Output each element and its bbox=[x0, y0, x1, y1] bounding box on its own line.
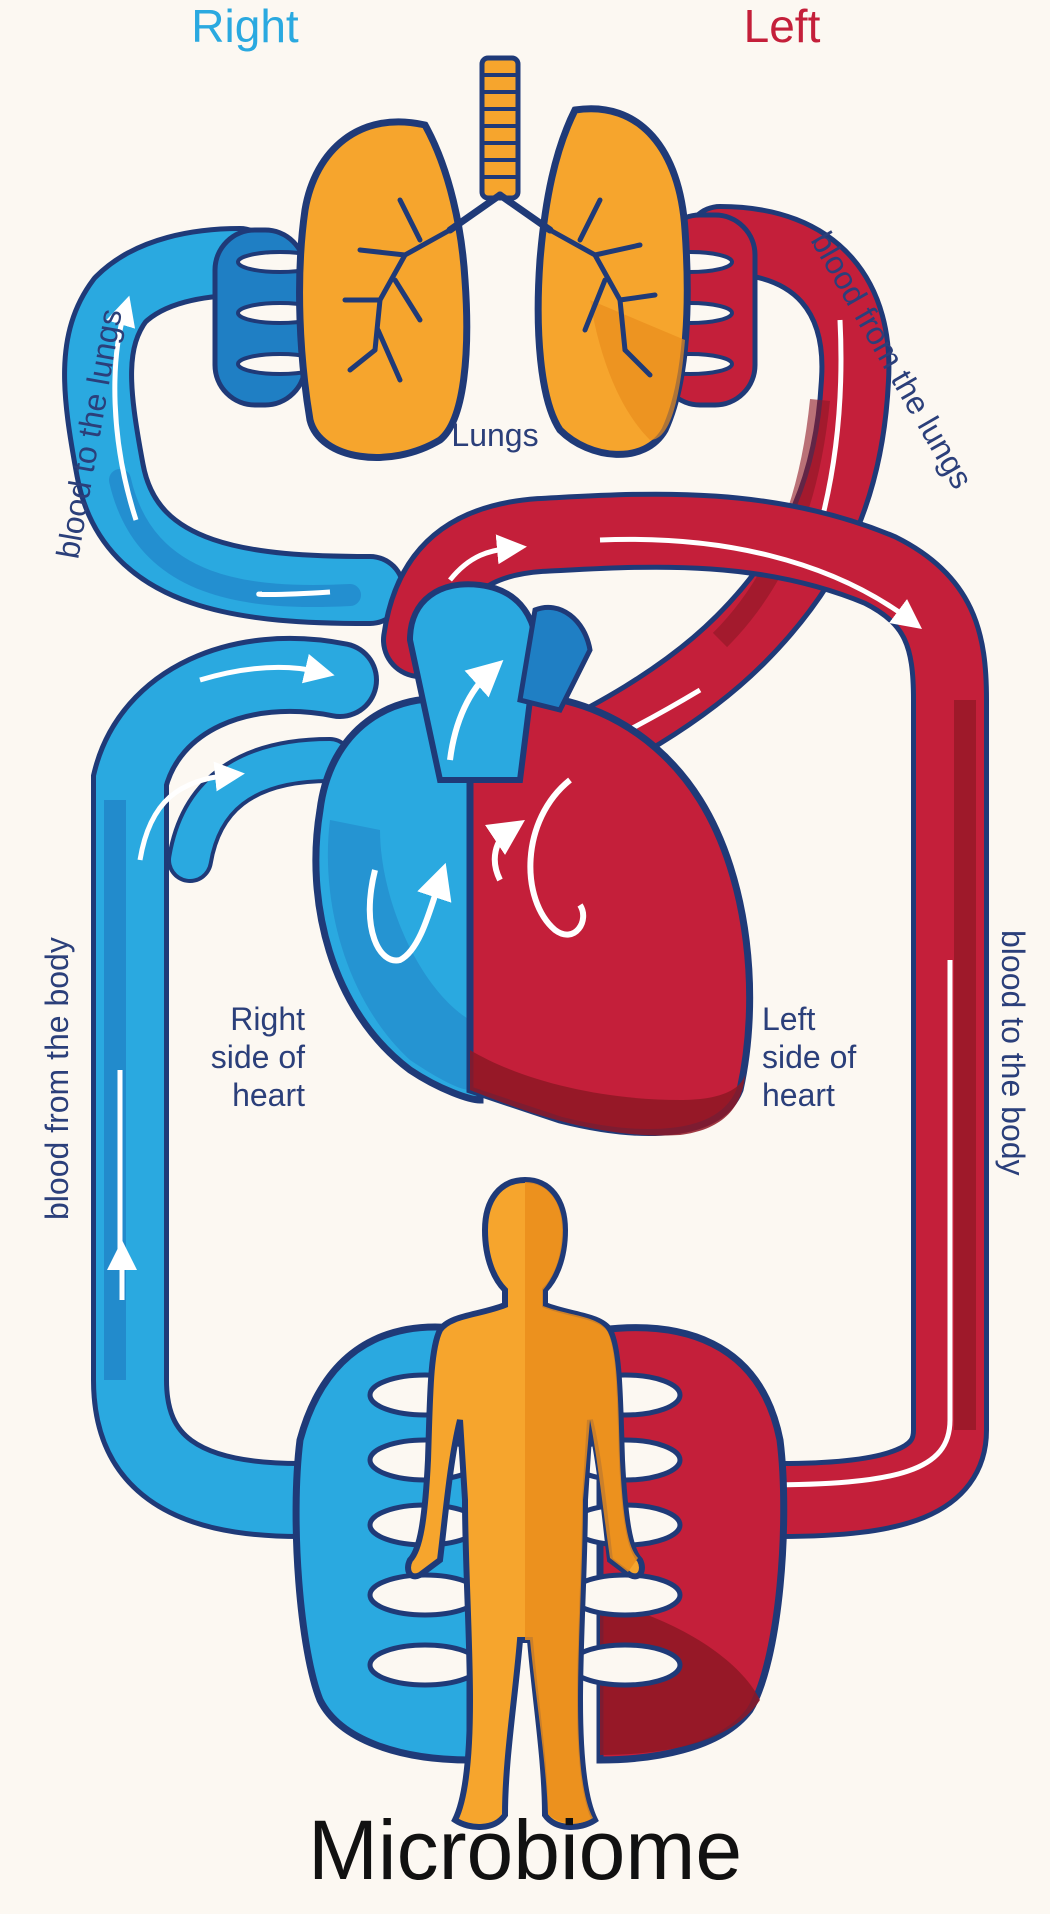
pulmonary-artery-vessel bbox=[62, 226, 406, 626]
flow-arrow bbox=[745, 960, 953, 1500]
right-header: Right bbox=[191, 0, 299, 52]
flow-arrow bbox=[199, 653, 335, 684]
body-capillaries-red bbox=[567, 1324, 788, 1764]
svg-text:side of: side of bbox=[211, 1039, 305, 1075]
flow-arrow bbox=[599, 536, 923, 629]
svg-text:side of: side of bbox=[762, 1039, 856, 1075]
blood-to-body-label: blood to the body bbox=[995, 930, 1031, 1176]
flow-arrow bbox=[106, 295, 139, 521]
svg-text:Left: Left bbox=[762, 1001, 815, 1037]
flow-arrow bbox=[448, 534, 527, 582]
left-header: Left bbox=[744, 0, 821, 52]
aorta-vessel bbox=[381, 491, 989, 1539]
svg-text:heart: heart bbox=[232, 1077, 305, 1113]
right-side-heart-label: Right side of heart bbox=[211, 1001, 305, 1113]
svg-text:heart: heart bbox=[762, 1077, 835, 1113]
caption-microbiome: Microbiome bbox=[307, 1803, 743, 1897]
flow-arrow bbox=[527, 777, 587, 938]
flow-arrow bbox=[256, 589, 331, 597]
systemic-vein-vessel bbox=[91, 635, 379, 1539]
flow-arrow bbox=[366, 862, 452, 964]
blood-from-body-label: blood from the body bbox=[39, 937, 75, 1220]
left-side-heart-label: Left side of heart bbox=[762, 1001, 856, 1113]
flow-arrow bbox=[137, 761, 245, 861]
svg-text:Right: Right bbox=[230, 1001, 305, 1037]
heart-illustration bbox=[312, 581, 754, 1136]
flow-arrow bbox=[447, 659, 504, 761]
flow-arrow bbox=[485, 820, 525, 882]
lungs-label: Lungs bbox=[451, 417, 538, 453]
human-body-figure bbox=[405, 1176, 645, 1830]
lungs-illustration: Lungs bbox=[296, 55, 691, 461]
